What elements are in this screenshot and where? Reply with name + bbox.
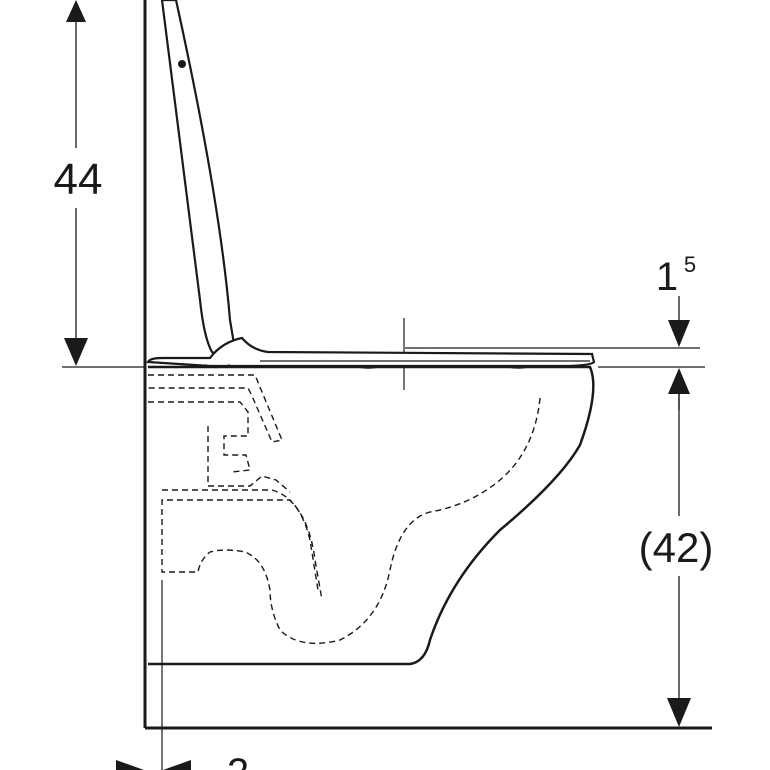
label-42: (42) bbox=[639, 524, 714, 571]
raised-lid bbox=[160, 0, 236, 360]
arrowhead-2-right bbox=[163, 760, 191, 770]
label-1: 1 bbox=[656, 255, 678, 299]
arrowhead-2-left bbox=[116, 760, 144, 770]
reference-lines bbox=[62, 318, 705, 770]
arrowhead-44-down bbox=[64, 338, 88, 366]
label-bg-44 bbox=[44, 148, 110, 208]
bowl-outline bbox=[148, 365, 595, 666]
dimension-bowl-height bbox=[626, 392, 724, 727]
arrowhead-15-up bbox=[668, 368, 690, 394]
arrowhead-42-down bbox=[667, 698, 691, 727]
siphon-channel-inner bbox=[162, 489, 319, 591]
arrowhead-44-up bbox=[66, 0, 86, 22]
flush-inlet-upper bbox=[148, 374, 283, 443]
bowl-interior-dashed bbox=[161, 397, 541, 645]
label-2: 2 bbox=[227, 751, 249, 770]
dimension-lid-height bbox=[44, 0, 110, 366]
lid-hinge-dot bbox=[178, 60, 186, 68]
arrowhead-15-down bbox=[668, 320, 690, 347]
siphon-channel-outer bbox=[207, 426, 291, 493]
label-5-superscript: 5 bbox=[684, 252, 696, 277]
label-bg-42 bbox=[626, 516, 724, 576]
flush-inlet-lower bbox=[148, 401, 251, 473]
dimension-wall-gap bbox=[116, 760, 191, 770]
label-44: 44 bbox=[54, 155, 103, 204]
installation-surfaces bbox=[143, 0, 712, 730]
hidden-waterways bbox=[148, 374, 541, 645]
lid-outline bbox=[160, 0, 236, 360]
